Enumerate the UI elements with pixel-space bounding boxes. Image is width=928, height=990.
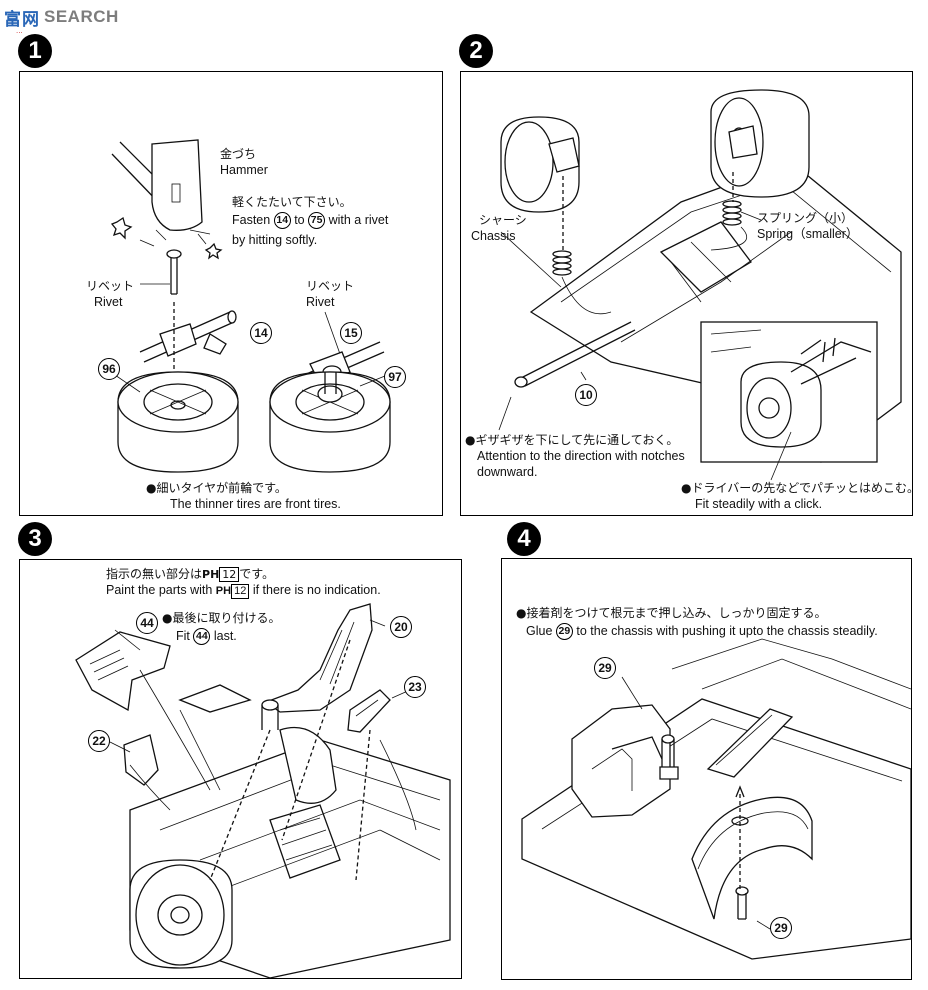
watermark-url: ...: [16, 26, 23, 35]
notch-note-en-1: Attention to the direction with notches: [477, 449, 685, 463]
part-22-callout: 22: [88, 730, 110, 752]
paint-en-pre: Paint the parts with: [106, 583, 213, 597]
instruction-en-line2: by hitting softly.: [232, 233, 318, 247]
step-4-illustration: [521, 638, 911, 960]
fit-last-pre: Fit: [176, 629, 190, 643]
part-23-callout: 23: [404, 676, 426, 698]
part-44-callout: 44: [136, 612, 158, 634]
part-44-ref: 44: [193, 628, 211, 646]
fit-last-note-jp: ●最後に取り付ける。: [162, 611, 281, 625]
click-note-jp: ●ドライバーの先などでパチッとはめこむ。: [681, 481, 919, 495]
panel-step-1: 金づち Hammer 軽くたたいて下さい。 Fasten 14 to 75 wi…: [19, 71, 443, 516]
thin-tires-note-en: The thinner tires are front tires.: [170, 497, 341, 511]
spring-label-jp: スプリング（小）: [757, 211, 854, 225]
hammer-label-jp: 金づち: [220, 147, 257, 161]
fit-last-post: last.: [213, 629, 237, 643]
thin-tires-note-jp: ●細いタイヤが前輪です。: [146, 481, 287, 495]
rivet-right-jp: リベット: [306, 279, 355, 293]
watermark-brand: SEARCH: [44, 7, 119, 26]
part-14-callout: 14: [250, 322, 272, 344]
click-note-en: Fit steadily with a click.: [695, 497, 823, 511]
part-97-callout: 97: [384, 366, 406, 388]
chassis-label-jp: シャーシ: [479, 213, 527, 227]
spring-label-en: Spring（smaller）: [757, 227, 859, 241]
fasten-to: to: [294, 213, 305, 227]
step-3-badge: 3: [18, 522, 52, 556]
part-29-callout-bottom: 29: [770, 917, 792, 939]
step-4-badge: 4: [507, 522, 541, 556]
part-14-ref: 14: [273, 212, 291, 230]
watermark: 富网 SEARCH ...: [4, 4, 119, 35]
paint-color-code: 12: [219, 567, 240, 582]
part-75-ref: 75: [308, 212, 326, 230]
paint-en-post: if there is no indication.: [252, 583, 381, 597]
part-15-callout: 15: [340, 322, 362, 344]
part-29-ref: 29: [555, 623, 573, 641]
panel-step-4: ●接着剤をつけて根元まで押し込み、しっかり固定する。 Glue 29 to th…: [501, 558, 912, 980]
instruction-en: Fasten 14 to 75 with a rivet: [232, 212, 389, 230]
part-20-callout: 20: [390, 616, 412, 638]
glue-note-jp: ●接着剤をつけて根元まで押し込み、しっかり固定する。: [516, 606, 827, 620]
watermark-logo: 富网: [4, 9, 40, 30]
part-10-callout: 10: [575, 384, 597, 406]
rivet-left-en: Rivet: [94, 295, 123, 309]
step-1-illustration: [110, 139, 391, 473]
chassis-label-en: Chassis: [471, 229, 516, 243]
paint-jp-pre: 指示の無い部分は: [106, 567, 203, 581]
panel-step-2: シャーシ Chassis スプリング（小） Spring（smaller） 10…: [460, 71, 919, 516]
instruction-jp: 軽くたたいて下さい。: [232, 195, 352, 209]
fit-last-note-en: Fit 44 last.: [176, 628, 237, 646]
glue-note-en: Glue 29 to the chassis with pushing it u…: [526, 623, 878, 641]
paint-en-ph-code: PH: [215, 585, 232, 597]
fasten-rivet: with a rivet: [328, 213, 389, 227]
paint-jp-post: です。: [239, 567, 275, 581]
hammer-label-en: Hammer: [220, 163, 268, 177]
notch-note-jp: ●ギザギザを下にして先に通しておく。: [465, 433, 679, 447]
part-29-callout-top: 29: [594, 657, 616, 679]
glue-en-post: to the chassis with pushing it upto the …: [576, 624, 878, 638]
step-3-illustration: [75, 603, 451, 978]
paint-en-color-code: 12: [231, 584, 250, 599]
notch-note-en-2: downward.: [477, 465, 538, 479]
rivet-left-jp: リベット: [86, 279, 135, 293]
step-2-illustration: [498, 89, 902, 481]
step-2-badge: 2: [459, 34, 493, 68]
rivet-right-en: Rivet: [306, 295, 335, 309]
fasten-text: Fasten: [232, 213, 271, 227]
glue-en-pre: Glue: [526, 624, 553, 638]
paint-ph-code: PH: [202, 568, 220, 581]
step-1-badge: 1: [18, 34, 52, 68]
part-96-callout: 96: [98, 358, 120, 380]
